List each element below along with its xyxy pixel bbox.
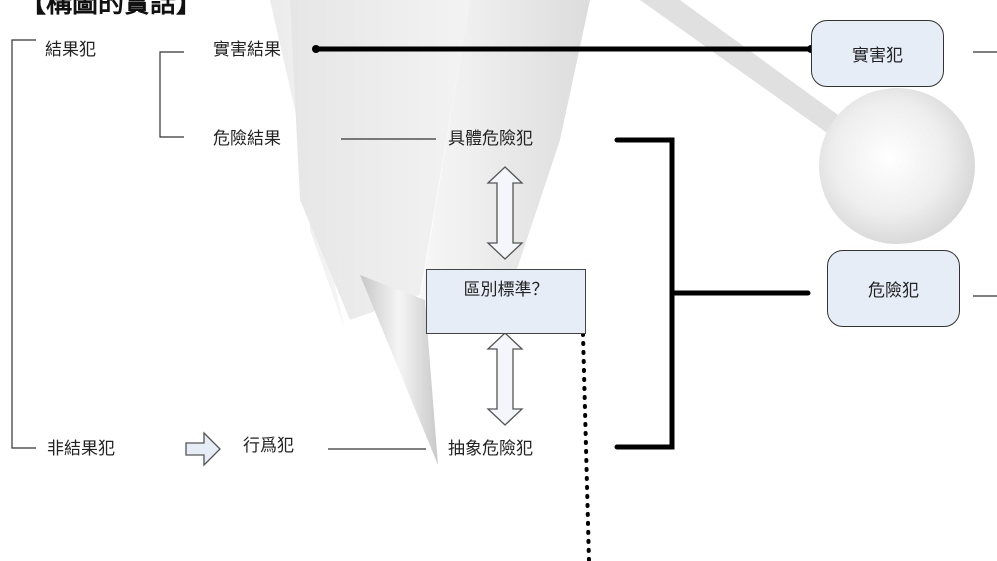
actual-harm-crime-box: 實害犯 xyxy=(811,20,944,87)
label-conduct-crime: 行爲犯 xyxy=(243,436,294,456)
right-arrow-icon xyxy=(185,431,221,467)
actual-harm-crime-label: 實害犯 xyxy=(852,46,903,66)
page-title: 【構圖的實話】 xyxy=(20,0,202,19)
label-non-result-crime: 非結果犯 xyxy=(47,439,115,459)
label-abstract-danger: 抽象危險犯 xyxy=(448,439,533,459)
background-decoration xyxy=(270,0,975,465)
dotted-line xyxy=(581,332,591,561)
double-arrow-icon xyxy=(486,166,524,260)
criterion-label: 區別標準？ xyxy=(463,280,549,300)
criterion-box: 區別標準？ xyxy=(426,269,586,334)
harm-connector xyxy=(312,45,815,53)
danger-bracket xyxy=(614,137,811,450)
label-result-crime: 結果犯 xyxy=(45,40,96,60)
danger-crime-box: 危險犯 xyxy=(827,250,960,327)
tree-connectors xyxy=(11,39,997,450)
danger-crime-label: 危險犯 xyxy=(868,281,919,301)
label-concrete-danger: 具體危險犯 xyxy=(448,129,533,149)
label-danger-result: 危險結果 xyxy=(213,129,281,149)
double-arrow-icon xyxy=(486,332,524,426)
label-actual-result: 實害結果 xyxy=(213,40,281,60)
